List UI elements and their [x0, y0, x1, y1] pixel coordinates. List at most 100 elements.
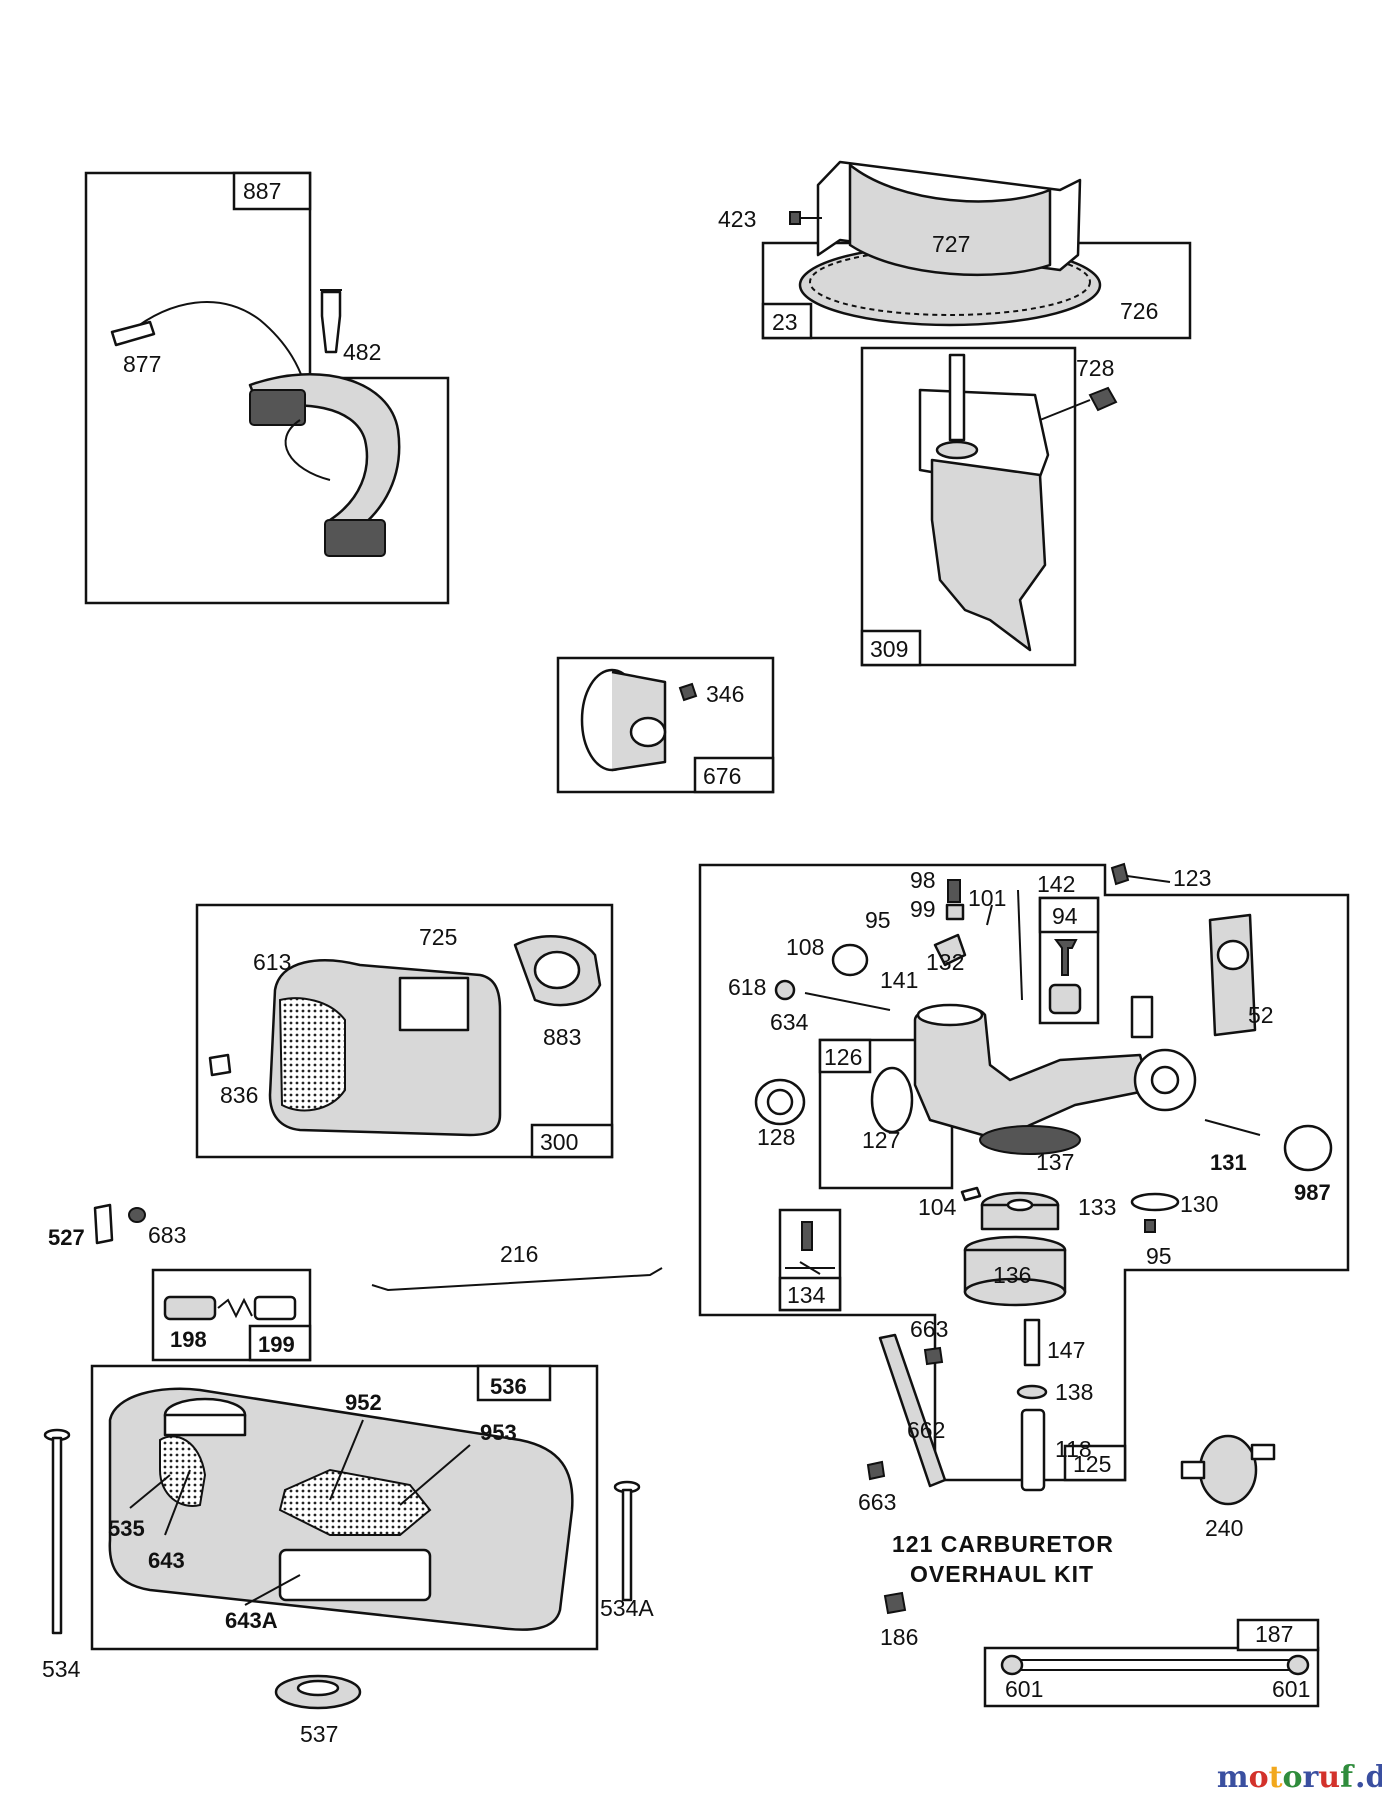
fuel-tank-tag-label: 536 [490, 1374, 527, 1399]
flywheel-teeth [809, 248, 1091, 316]
watermark-letter: t [1269, 1760, 1283, 1795]
choke-lever-132 [933, 933, 967, 967]
fuel-tank-bolt-534 [51, 1436, 63, 1635]
fuel-line-group: 187 601 601 [983, 1618, 1320, 1708]
fuel-tank-tag-box [476, 1364, 552, 1402]
watermark: motoruf .de [1217, 1760, 1382, 1795]
fuel-tank-box [90, 1364, 599, 1651]
label-618: 618 [728, 974, 766, 1000]
label-52: 52 [1248, 1002, 1274, 1028]
fuel-tank-leader-643 [164, 1469, 191, 1536]
label-987: 987 [1294, 1180, 1331, 1205]
float-bowl-washer-130 [1130, 1192, 1180, 1212]
carburetor-group: 125 94 126 134 [698, 862, 1350, 1587]
label-663-upper: 663 [910, 1316, 948, 1342]
carburetor-subbox-126 [818, 1038, 954, 1190]
choke-spring-99 [945, 903, 965, 921]
fuel-filter-group: 240 [1180, 1434, 1276, 1541]
governor-link-216 [371, 1267, 663, 1292]
label-601-left: 601 [1005, 1676, 1043, 1702]
label-98: 98 [910, 867, 936, 893]
pulley-tag-label: 676 [703, 763, 741, 789]
carburetor-gasket-hole [1216, 939, 1250, 971]
flywheel-tag-label: 23 [772, 309, 798, 335]
carburetor-bolt-123-shaft [1119, 874, 1171, 883]
label-728: 728 [1076, 355, 1114, 381]
label-108: 108 [786, 934, 824, 960]
clip-group: 527 683 [48, 1203, 186, 1250]
float-pin-104 [960, 1186, 982, 1202]
fuel-needle-142 [1017, 889, 1023, 1001]
air-cleaner-label-plate [398, 976, 470, 1032]
watermark-text: motoruf [1217, 1760, 1355, 1795]
label-137: 137 [1036, 1149, 1074, 1175]
label-601-right: 601 [1272, 1676, 1310, 1702]
watermark-letter: o [1282, 1760, 1302, 1795]
label-613: 613 [253, 949, 291, 975]
carburetor-seal-128-hole [766, 1088, 794, 1116]
carburetor-tag-label: 125 [1073, 1451, 1111, 1477]
fuel-line-box [983, 1646, 1320, 1708]
fuel-line-clamp-left [1000, 1654, 1024, 1676]
watermark-letter: f [1340, 1760, 1355, 1795]
governor-link-662 [878, 1333, 947, 1488]
fuel-tank-cap-537-center [296, 1679, 340, 1697]
label-683: 683 [148, 1222, 186, 1248]
carburetor-fuel-inlet [1130, 995, 1154, 1039]
air-cleaner-group: 300 613 725 883 836 [195, 903, 614, 1159]
block-body [930, 458, 1047, 652]
nut-683 [128, 1207, 146, 1223]
governor-screw-663-lower [866, 1460, 886, 1481]
label-186: 186 [880, 1624, 918, 1650]
fuel-tank-leader-953 [399, 1444, 471, 1506]
fuel-filter-outlet [1250, 1443, 1276, 1461]
label-104: 104 [918, 1194, 957, 1220]
label-130: 130 [1180, 1191, 1218, 1217]
armature-pole-upper [249, 389, 306, 426]
label-634: 634 [770, 1009, 809, 1035]
label-141: 141 [880, 967, 918, 993]
fuel-valve-box [151, 1268, 312, 1362]
ignition-tag-box [232, 171, 312, 211]
label-133: 133 [1078, 1194, 1116, 1220]
label-643a: 643A [225, 1608, 278, 1633]
air-cleaner-gasket-hole [533, 950, 581, 990]
pulley-bore [629, 716, 667, 748]
fuel-valve-group: 199 198 [151, 1268, 312, 1362]
label-240: 240 [1205, 1515, 1243, 1541]
fuel-tank-leader-535 [129, 1474, 171, 1509]
pulley-tag-box [693, 756, 775, 794]
fuel-line-tag-label: 187 [1255, 1621, 1293, 1647]
kit-note-line1: 121 CARBURETOR [892, 1531, 1114, 1557]
watermark-letter: m [1217, 1760, 1249, 1795]
carburetor-tag-box [1063, 1444, 1127, 1482]
label-95-upper: 95 [865, 907, 891, 933]
label-118: 118 [1055, 1436, 1092, 1462]
pulley-box [556, 656, 775, 794]
label-128: 128 [757, 1124, 795, 1150]
label-534a: 534A [600, 1595, 654, 1621]
carburetor-throttle-shaft-seal [870, 1066, 914, 1134]
label-534: 534 [42, 1656, 81, 1682]
float-136-bottom [963, 1277, 1067, 1307]
kit-note-line2: OVERHAUL KIT [910, 1561, 1094, 1587]
carburetor-bolt-123-head [1110, 862, 1130, 886]
fuel-valve-tag-label: 199 [258, 1332, 295, 1357]
watermark-letter: r [1302, 1760, 1319, 1795]
idle-spring-138 [1016, 1384, 1048, 1400]
label-138: 138 [1055, 1379, 1093, 1405]
fuel-tank-leader-643a [244, 1574, 301, 1606]
fuel-tank-filter-535 [159, 1435, 207, 1507]
carburetor-box [698, 863, 1350, 1482]
label-127: 127 [862, 1127, 900, 1153]
fuel-filter-inlet [1180, 1460, 1206, 1480]
watermark-letter: u [1318, 1760, 1340, 1795]
flywheel-tag-box [761, 302, 813, 340]
label-883: 883 [543, 1024, 581, 1050]
float-hinge-pin [801, 1221, 813, 1251]
fuel-line-clamp-right [1286, 1654, 1310, 1676]
fuel-tank-leader-952 [329, 1419, 364, 1501]
block-tag-box [860, 629, 922, 667]
block-tag-label: 309 [870, 636, 908, 662]
label-216: 216 [500, 1241, 538, 1267]
